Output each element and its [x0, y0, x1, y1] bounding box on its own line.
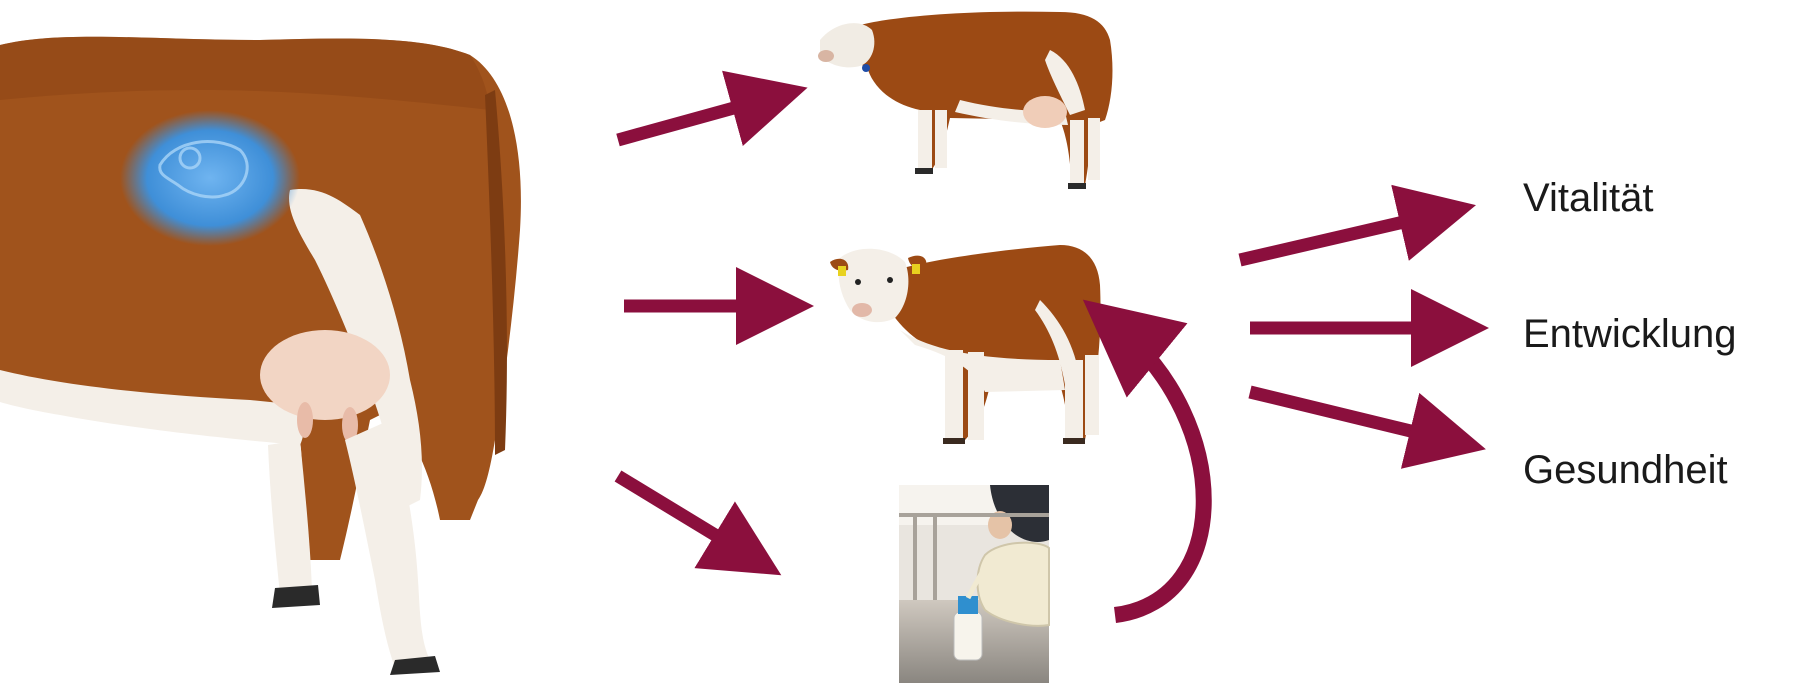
curved-arrow-feeding-to-calf	[1115, 330, 1204, 615]
outcome-label-vitalitaet: Vitalität	[1523, 176, 1653, 221]
colostrum-feeding-photo	[899, 485, 1049, 683]
pregnant-cow-illustration	[0, 37, 521, 675]
arrows-left	[618, 98, 775, 555]
adult-cow-photo	[818, 12, 1112, 189]
uterus-highlight	[120, 110, 300, 246]
arrow-to-milk-feeding	[618, 476, 748, 555]
outcome-label-entwicklung: Entwicklung	[1523, 312, 1736, 357]
calf-photo	[830, 245, 1101, 444]
arrows-right	[1240, 214, 1450, 440]
arrow-to-gesundheit	[1250, 392, 1448, 440]
arrow-to-vitalitaet	[1240, 214, 1438, 260]
arrow-to-adult-cow	[618, 98, 770, 140]
outcome-label-gesundheit: Gesundheit	[1523, 448, 1728, 493]
